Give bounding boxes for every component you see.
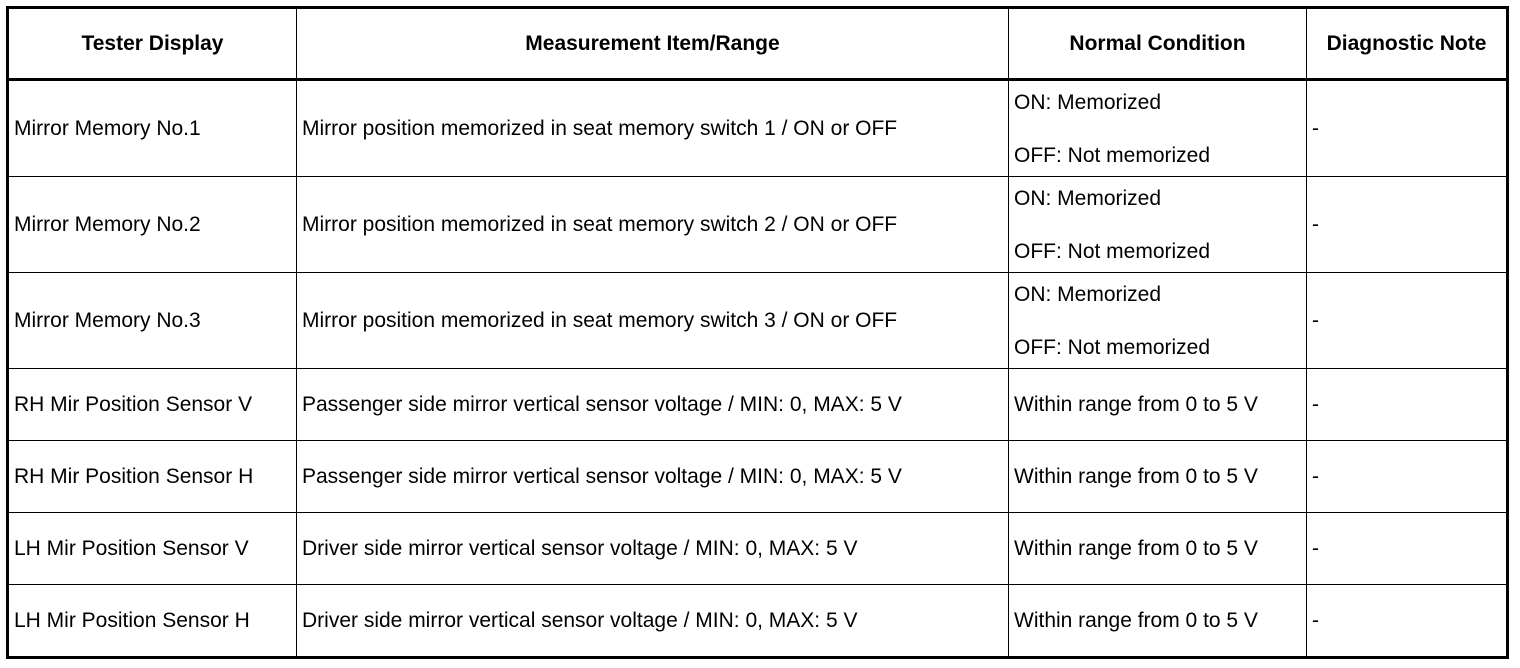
normal-condition-cell: Within range from 0 to 5 V [1008, 368, 1307, 441]
condition-off-text: OFF: Not memorized [1014, 143, 1211, 167]
measurement-cell: Passenger side mirror vertical sensor vo… [296, 368, 1009, 441]
condition-off-text: OFF: Not memorized [1014, 335, 1211, 359]
tester-display-cell: LH Mir Position Sensor V [7, 512, 297, 585]
header-measurement-item-range: Measurement Item/Range [296, 7, 1009, 81]
tester-display-cell: Mirror Memory No.3 [7, 272, 297, 369]
header-tester-display: Tester Display [7, 7, 297, 81]
tester-display-cell: RH Mir Position Sensor V [7, 368, 297, 441]
diagnostic-note-cell: - [1306, 79, 1508, 177]
table-row: LH Mir Position Sensor H Driver side mir… [7, 584, 1508, 658]
condition-on-text: ON: Memorized [1014, 90, 1162, 114]
diagnostic-note-cell: - [1306, 584, 1508, 658]
table-row: Mirror Memory No.1 Mirror position memor… [7, 79, 1508, 177]
measurement-cell: Mirror position memorized in seat memory… [296, 272, 1009, 369]
diagnostic-note-cell: - [1306, 368, 1508, 441]
diagnostic-note-cell: - [1306, 440, 1508, 513]
measurement-cell: Driver side mirror vertical sensor volta… [296, 584, 1009, 658]
diagnostic-note-cell: - [1306, 272, 1508, 369]
tester-display-cell: RH Mir Position Sensor H [7, 440, 297, 513]
normal-condition-cell: Within range from 0 to 5 V [1008, 584, 1307, 658]
measurement-cell: Mirror position memorized in seat memory… [296, 176, 1009, 273]
tester-display-cell: Mirror Memory No.2 [7, 176, 297, 273]
table-row: Mirror Memory No.2 Mirror position memor… [7, 176, 1508, 273]
normal-condition-cell: Within range from 0 to 5 V [1008, 440, 1307, 513]
table-row: RH Mir Position Sensor H Passenger side … [7, 440, 1508, 513]
measurement-cell: Driver side mirror vertical sensor volta… [296, 512, 1009, 585]
header-diagnostic-note: Diagnostic Note [1306, 7, 1508, 81]
diagnostic-note-cell: - [1306, 512, 1508, 585]
normal-condition-cell: ON: Memorized OFF: Not memorized [1008, 176, 1307, 273]
tester-display-cell: LH Mir Position Sensor H [7, 584, 297, 658]
condition-off-text: OFF: Not memorized [1014, 239, 1211, 263]
tester-display-cell: Mirror Memory No.1 [7, 79, 297, 177]
condition-on-text: ON: Memorized [1014, 282, 1162, 306]
table-row: LH Mir Position Sensor V Driver side mir… [7, 512, 1508, 585]
normal-condition-cell: ON: Memorized OFF: Not memorized [1008, 272, 1307, 369]
normal-condition-cell: ON: Memorized OFF: Not memorized [1008, 79, 1307, 177]
diagnostic-note-cell: - [1306, 176, 1508, 273]
header-normal-condition: Normal Condition [1008, 7, 1307, 81]
condition-on-text: ON: Memorized [1014, 186, 1162, 210]
normal-condition-cell: Within range from 0 to 5 V [1008, 512, 1307, 585]
measurement-cell: Passenger side mirror vertical sensor vo… [296, 440, 1009, 513]
header-row: Tester Display Measurement Item/Range No… [7, 7, 1508, 81]
data-list-table: Tester Display Measurement Item/Range No… [6, 6, 1509, 659]
measurement-cell: Mirror position memorized in seat memory… [296, 79, 1009, 177]
table-row: RH Mir Position Sensor V Passenger side … [7, 368, 1508, 441]
table-row: Mirror Memory No.3 Mirror position memor… [7, 272, 1508, 369]
